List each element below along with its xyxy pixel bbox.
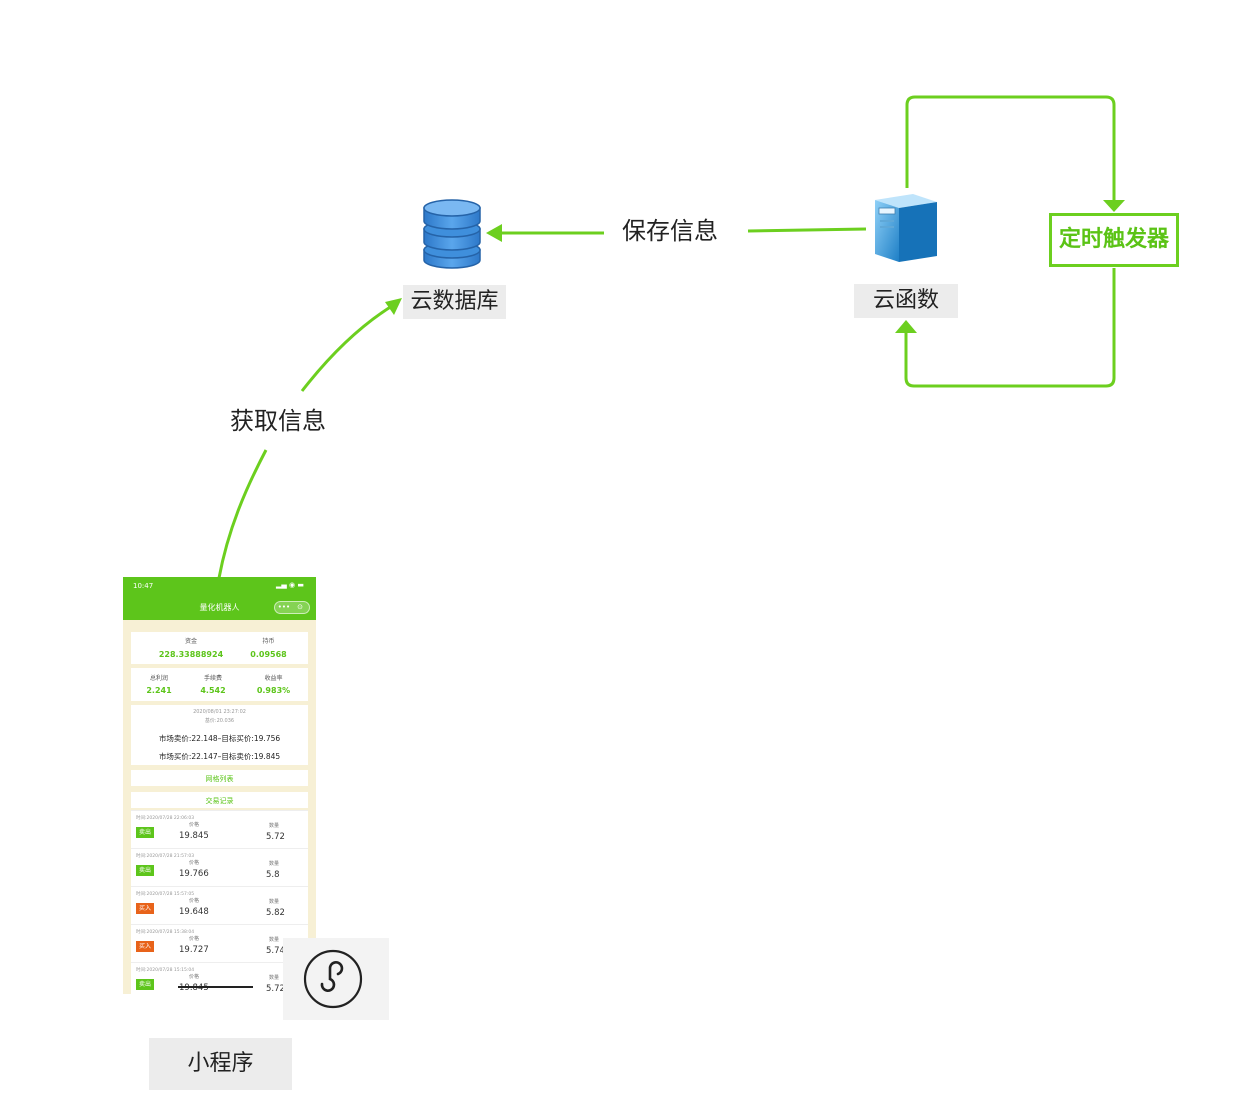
- market-base-price: 基价:20.036: [204, 718, 235, 724]
- funds-label: 资金: [184, 638, 197, 645]
- record-type-badge: 卖出: [136, 827, 154, 838]
- record-qty-label: 数量: [269, 823, 280, 829]
- phone-capsule[interactable]: ••• ⊙: [274, 601, 310, 614]
- record-time: 时间:2020/07/28 22:06:03: [136, 816, 195, 821]
- record-qty-label: 数量: [269, 899, 280, 905]
- market-sell-text: 市场卖价:22.148–目标买价:19.756: [158, 734, 281, 743]
- record-price-label: 价格: [189, 822, 200, 828]
- edge-get-info-upper: [300, 304, 393, 392]
- timer-trigger-box: 定时触发器: [1049, 213, 1179, 267]
- server-icon: [875, 194, 937, 262]
- stats-card: 总利润 2.241 手续费 4.542 收益率 0.983%: [131, 668, 308, 701]
- cloud-function-label: 云函数: [854, 284, 958, 318]
- coins-value: 0.09568: [250, 650, 287, 659]
- record-qty-value: 5.8: [266, 870, 280, 880]
- more-icon[interactable]: •••: [277, 603, 291, 611]
- arrowhead-database: [486, 224, 502, 242]
- record-price-value: 19.766: [179, 869, 209, 879]
- coins-label: 持币: [262, 638, 275, 645]
- record-price-label: 价格: [189, 974, 200, 980]
- record-price-value: 19.727: [179, 945, 209, 955]
- record-type-badge: 买入: [136, 941, 154, 952]
- record-qty-label: 数量: [269, 861, 280, 867]
- edge-get-info-lower: [217, 449, 268, 579]
- edge-save-info-right: [747, 227, 867, 233]
- record-type-badge: 卖出: [136, 979, 154, 990]
- trade-record-row: 时间:2020/07/28 21:57:03 卖出 价格 19.766 数量 5.8: [131, 848, 308, 887]
- profit-value: 2.241: [146, 686, 172, 695]
- scroll-indicator: [178, 986, 253, 988]
- record-time: 时间:2020/07/28 21:57:03: [136, 854, 195, 859]
- market-datetime: 2020/08/01 23:27:02: [193, 709, 246, 715]
- record-qty-value: 5.82: [266, 908, 285, 918]
- fee-label: 手续费: [203, 675, 222, 682]
- record-price-label: 价格: [189, 860, 200, 866]
- close-icon[interactable]: ⊙: [297, 603, 303, 611]
- record-time: 时间:2020/07/28 15:57:05: [136, 892, 195, 897]
- mini-program-logo-box: [283, 938, 389, 1020]
- record-qty-value: 5.72: [266, 832, 285, 842]
- signal-icon: ▂▄ ◉ ▬: [276, 581, 304, 589]
- database-icon: [423, 199, 481, 269]
- record-price-value: 19.845: [179, 983, 209, 993]
- arrowhead-trigger: [1103, 200, 1125, 212]
- phone-nav-bar: 量化机器人 ••• ⊙: [123, 595, 316, 620]
- record-time: 时间:2020/07/28 15:15:04: [136, 968, 195, 973]
- record-time: 时间:2020/07/28 15:38:04: [136, 930, 195, 935]
- grid-list-button[interactable]: 网格列表: [131, 770, 308, 786]
- record-qty-label: 数量: [269, 937, 280, 943]
- mini-program-screenshot: 10:47 ▂▄ ◉ ▬ 量化机器人 ••• ⊙ 资金 228.33888924 …: [123, 577, 316, 994]
- trade-record-row: 时间:2020/07/28 15:38:04 买入 价格 19.727 数量 5.74: [131, 924, 308, 963]
- record-qty-value: 5.72: [266, 984, 285, 994]
- arrowhead-cloud-function: [895, 320, 917, 333]
- record-price-value: 19.845: [179, 831, 209, 841]
- funds-card: 资金 228.33888924 持币 0.09568: [131, 632, 308, 664]
- mini-program-icon: [303, 949, 363, 1009]
- trade-record-row: 时间:2020/07/28 22:06:03 卖出 价格 19.845 数量 5.72: [131, 810, 308, 849]
- yield-label: 收益率: [264, 675, 283, 682]
- market-card: 2020/08/01 23:27:02 基价:20.036 市场卖价:22.14…: [131, 705, 308, 765]
- yield-value: 0.983%: [256, 686, 291, 695]
- record-price-label: 价格: [189, 898, 200, 904]
- record-type-badge: 卖出: [136, 865, 154, 876]
- funds-value: 228.33888924: [158, 650, 224, 659]
- trade-record-row: 时间:2020/07/28 15:15:04 卖出 价格 19.845 数量 5.72: [131, 962, 308, 994]
- edge-label-save-info: 保存信息: [618, 215, 722, 247]
- grid-list-label: 网格列表: [205, 775, 234, 783]
- edge-loop-bottom: [904, 268, 1116, 388]
- phone-status-bar: 10:47 ▂▄ ◉ ▬: [123, 577, 316, 595]
- edge-loop-top: [905, 95, 1116, 200]
- trade-record-row: 时间:2020/07/28 15:57:05 买入 价格 19.648 数量 5.82: [131, 886, 308, 925]
- arrowhead-database-bottom: [385, 298, 402, 315]
- phone-time: 10:47: [133, 582, 154, 590]
- record-qty-label: 数量: [269, 975, 280, 981]
- profit-label: 总利润: [149, 675, 168, 682]
- record-qty-value: 5.74: [266, 946, 285, 956]
- fee-value: 4.542: [200, 686, 226, 695]
- edge-label-get-info: 获取信息: [226, 405, 330, 437]
- database-label: 云数据库: [403, 285, 506, 319]
- market-buy-text: 市场买价:22.147–目标卖价:19.845: [158, 752, 281, 761]
- trade-records-header: 交易记录: [131, 792, 308, 808]
- record-price-value: 19.648: [179, 907, 209, 917]
- record-price-label: 价格: [189, 936, 200, 942]
- trade-records-label: 交易记录: [205, 797, 234, 805]
- record-type-badge: 买入: [136, 903, 154, 914]
- mini-program-label: 小程序: [149, 1038, 292, 1090]
- phone-title: 量化机器人: [199, 603, 240, 612]
